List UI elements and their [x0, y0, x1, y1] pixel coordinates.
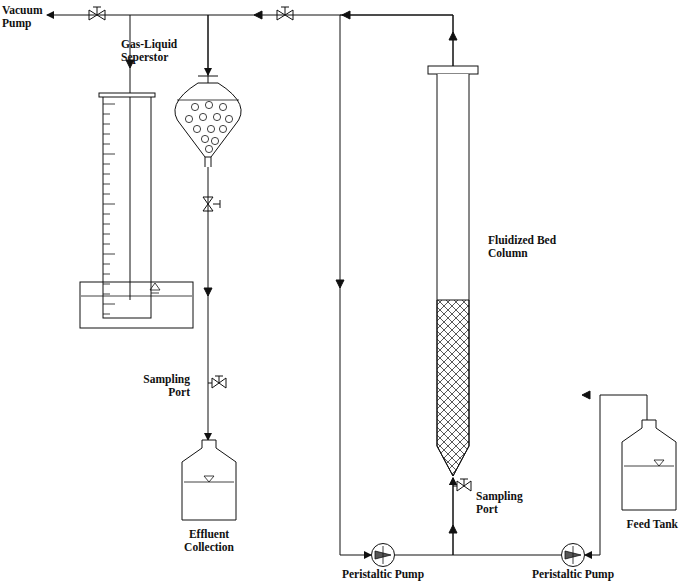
feed-tank-shape [618, 420, 678, 512]
node-label: Gas-Liquid Seperstor [121, 38, 193, 64]
peristaltic-pump: Peristaltic Pump [371, 543, 395, 567]
node-label: Peristaltic Pump [338, 568, 428, 581]
vacuum-pump: Vacuum Pump [2, 4, 46, 30]
pipe-connector [208, 15, 453, 75]
effluent-bottle: Effluent Collection [178, 440, 240, 522]
peristaltic-pump: Peristaltic Pump [561, 543, 585, 567]
effluent-bottle-shape [178, 440, 240, 522]
node-label: Feed Tank [592, 518, 678, 531]
node-label: Vacuum Pump [2, 4, 46, 30]
peristaltic-pump-shape [561, 543, 585, 567]
gas-liquid-separator: Gas-Liquid Seperstor [165, 75, 251, 167]
port-label: Sampling Port [128, 373, 190, 399]
node-label: Peristaltic Pump [528, 568, 618, 581]
fluidized-bed-column-shape [428, 66, 478, 478]
feed-tank: Feed Tank [618, 420, 678, 512]
peristaltic-pump-shape [371, 543, 395, 567]
pipe-connector [47, 15, 208, 75]
graduated-cylinder [103, 96, 151, 318]
port-label: Sampling Port [476, 490, 538, 516]
water-basin [80, 282, 193, 328]
fluidized-bed-column: Fluidized Bed Column [428, 66, 478, 478]
node-label: Effluent Collection [166, 528, 252, 554]
gas-liquid-separator-shape [165, 75, 251, 167]
pipe-connector [395, 478, 453, 555]
pipe-connector [453, 478, 561, 555]
pipe-connector [208, 167, 209, 440]
node-label: Fluidized Bed Column [488, 234, 558, 260]
pipe-connector [340, 15, 453, 555]
